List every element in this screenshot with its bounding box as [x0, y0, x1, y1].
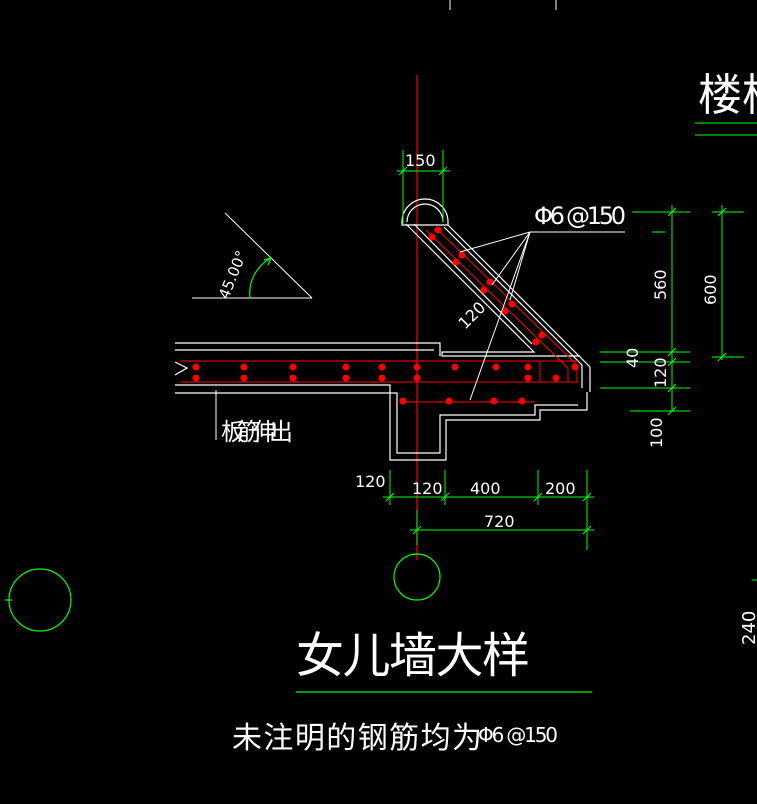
total-720-label: 720: [484, 512, 515, 531]
axis-bubble[interactable]: [393, 553, 441, 601]
bottom-120-label: 120: [412, 479, 443, 498]
axis-bubble-left[interactable]: [8, 568, 72, 632]
left-120-label: 120: [355, 472, 386, 491]
top-width-label: 150: [405, 151, 436, 170]
angle-label: 45.00°: [215, 248, 251, 302]
slab-rebar-label: 板筋伸出: [221, 418, 293, 446]
drawing-note-spec: Φ6 @150: [478, 723, 558, 747]
top-width-dimension: [397, 150, 450, 225]
right-vertical-dimensions: [600, 205, 744, 416]
drawing-title: 女儿墙大样: [296, 628, 530, 684]
bottom-dimensions: [383, 470, 594, 550]
dim-40: 40: [623, 348, 642, 368]
top-right-label: 楼梯: [698, 70, 757, 121]
dim-560: 560: [651, 269, 670, 300]
drawing-note: 未注明的钢筋均为: [232, 721, 482, 756]
right-edge-label: 240: [739, 611, 757, 645]
parapet-outline: [401, 198, 591, 392]
rebar-callout-leaders: [459, 231, 625, 401]
rebar-callout: Φ6 @150: [534, 202, 626, 230]
bottom-200-label: 200: [545, 479, 576, 498]
dim-120-vertical: 120: [651, 357, 670, 388]
angle-indicator: 45.00°: [192, 212, 313, 302]
dim-600: 600: [701, 274, 720, 305]
rebar-dots: [192, 226, 579, 405]
dim-100: 100: [647, 417, 666, 448]
slope-thickness-label: 120: [454, 298, 489, 333]
slab-outline: [174, 342, 588, 461]
bottom-400-label: 400: [470, 479, 501, 498]
